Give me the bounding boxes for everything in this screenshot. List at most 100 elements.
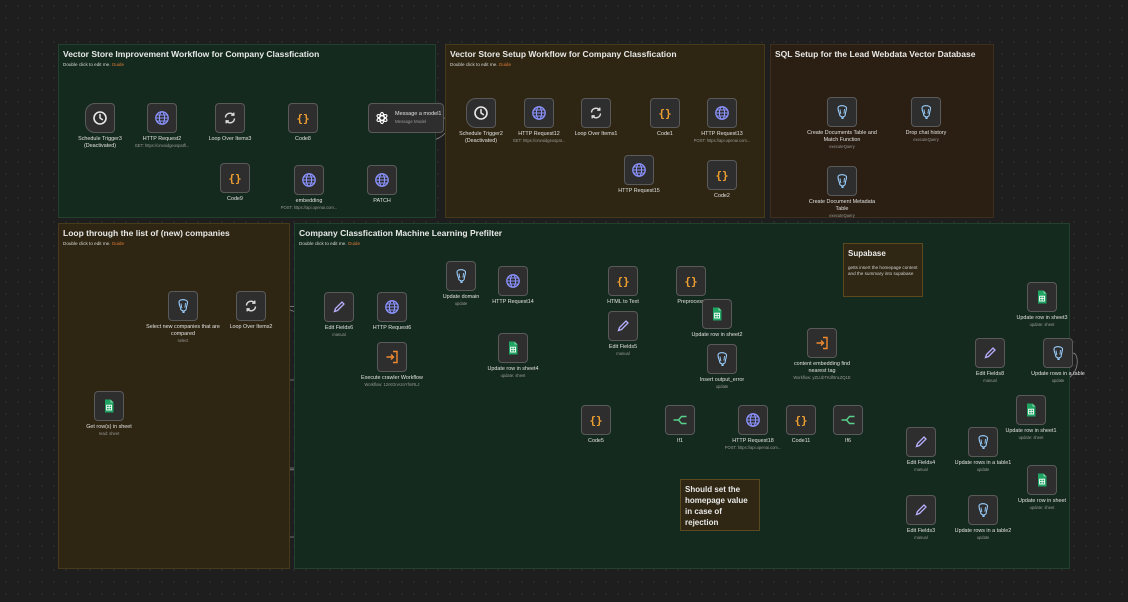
- node-ecw[interactable]: [377, 342, 407, 372]
- node-hr12[interactable]: [524, 98, 554, 128]
- node-if1[interactable]: [665, 405, 695, 435]
- node-cef[interactable]: [807, 328, 837, 358]
- node-name: Update domain: [442, 294, 480, 300]
- node-label: If1: [643, 438, 717, 445]
- node-ef3[interactable]: [906, 495, 936, 525]
- node-loop3[interactable]: [215, 103, 245, 133]
- node-label: Code5: [559, 438, 633, 445]
- node-urs2[interactable]: [702, 299, 732, 329]
- node-code5[interactable]: {}: [581, 405, 611, 435]
- svg-text:{}: {}: [658, 107, 671, 120]
- node-code9[interactable]: {}: [220, 163, 250, 193]
- node-name: Edit Fields8: [975, 371, 1005, 377]
- node-label: Loop Over Items1: [559, 131, 633, 138]
- node-urs3[interactable]: [1027, 282, 1057, 312]
- node-snc[interactable]: [168, 291, 198, 321]
- node-name: Update row in sheet4: [487, 366, 539, 372]
- guide-link[interactable]: Guide: [111, 62, 125, 67]
- note-supabase[interactable]: Supabase getts insert the homepage conte…: [843, 243, 923, 297]
- node-label: Preprocess: [654, 299, 728, 306]
- sticky-sql-setup[interactable]: SQL Setup for the Lead Webdata Vector Da…: [770, 44, 994, 218]
- node-code1[interactable]: {}: [650, 98, 680, 128]
- globe-icon: [532, 106, 546, 120]
- globe-icon: [302, 173, 316, 187]
- node-label: Create Documents Table and Match Functio…: [805, 130, 879, 150]
- node-ef4[interactable]: [906, 427, 936, 457]
- node-ef6[interactable]: [324, 292, 354, 322]
- node-if6[interactable]: [833, 405, 863, 435]
- guide-link[interactable]: Guide: [111, 241, 125, 246]
- node-hr18[interactable]: [738, 405, 768, 435]
- node-urs[interactable]: [1027, 465, 1057, 495]
- node-label: Code8: [266, 136, 340, 143]
- node-grs[interactable]: [94, 391, 124, 421]
- node-label: Loop Over Items2: [214, 324, 288, 331]
- node-subtitle: update: [715, 383, 729, 389]
- code-icon: {}: [658, 107, 671, 120]
- node-name: Preprocess: [677, 299, 705, 305]
- node-subtitle: executeQuery: [829, 143, 855, 149]
- svg-text:{}: {}: [616, 275, 629, 288]
- node-urt[interactable]: [1043, 338, 1073, 368]
- node-name: Select new companies that are compared: [146, 324, 220, 337]
- sticky-hint: Double click to edit me. Guide: [63, 62, 125, 67]
- node-name: PATCH: [373, 198, 391, 204]
- node-st3[interactable]: [85, 103, 115, 133]
- globe-icon: [632, 163, 646, 177]
- node-cdt[interactable]: [827, 97, 857, 127]
- node-name: Execute crawler Workflow: [361, 375, 423, 381]
- guide-link[interactable]: Guide: [498, 62, 512, 67]
- sticky-loop-companies[interactable]: Loop through the list of (new) companies…: [58, 223, 290, 569]
- loop-icon: [590, 107, 602, 119]
- note-rejection[interactable]: Should set the homepage value in case of…: [680, 479, 760, 531]
- node-ef8[interactable]: [975, 338, 1005, 368]
- code-icon: {}: [616, 275, 629, 288]
- database-elephant-icon: [921, 105, 932, 120]
- node-code11[interactable]: {}: [786, 405, 816, 435]
- node-ioe[interactable]: [707, 344, 737, 374]
- node-patch[interactable]: [367, 165, 397, 195]
- node-code2[interactable]: {}: [707, 160, 737, 190]
- node-emb[interactable]: [294, 165, 324, 195]
- node-ud[interactable]: [446, 261, 476, 291]
- database-elephant-icon: [837, 105, 848, 120]
- node-name: HTTP Request14: [492, 299, 534, 305]
- node-name: Loop Over Items1: [574, 131, 618, 137]
- node-name: Create Document Metadata Table: [808, 199, 876, 212]
- node-loop1[interactable]: [581, 98, 611, 128]
- node-loop2[interactable]: [236, 291, 266, 321]
- node-name: HTTP Request18: [732, 438, 774, 444]
- note-body: getts insert the homepage content and th…: [848, 265, 918, 276]
- node-urt1[interactable]: [968, 427, 998, 457]
- node-label: Update row in sheet2: [680, 332, 754, 339]
- node-hr14[interactable]: [498, 266, 528, 296]
- node-ef5[interactable]: [608, 311, 638, 341]
- node-name: Create Documents Table and Match Functio…: [807, 130, 877, 143]
- node-label: HTTP Request15: [602, 188, 676, 195]
- node-cdm[interactable]: [827, 166, 857, 196]
- database-elephant-icon: [978, 435, 989, 450]
- clock-icon: [474, 106, 488, 120]
- sticky-hint: Double click to edit me. Guide: [63, 241, 125, 246]
- node-hr6[interactable]: [377, 292, 407, 322]
- node-name: Edit Fields4: [906, 460, 936, 466]
- node-label: PATCH: [345, 198, 419, 205]
- node-name: Schedule Trigger2 (Deactivated): [459, 131, 503, 144]
- node-dch[interactable]: [911, 97, 941, 127]
- node-hr15[interactable]: [624, 155, 654, 185]
- node-hr2[interactable]: [147, 103, 177, 133]
- guide-link[interactable]: Guide: [347, 241, 361, 246]
- note-title: Should set the homepage value in case of…: [685, 485, 748, 527]
- node-h2t[interactable]: {}: [608, 266, 638, 296]
- node-hr13[interactable]: [707, 98, 737, 128]
- node-urs1[interactable]: [1016, 395, 1046, 425]
- node-urt2[interactable]: [968, 495, 998, 525]
- node-code8[interactable]: {}: [288, 103, 318, 133]
- node-st2[interactable]: [466, 98, 496, 128]
- node-pre[interactable]: {}: [676, 266, 706, 296]
- node-urs4[interactable]: [498, 333, 528, 363]
- openai-icon: [376, 111, 388, 125]
